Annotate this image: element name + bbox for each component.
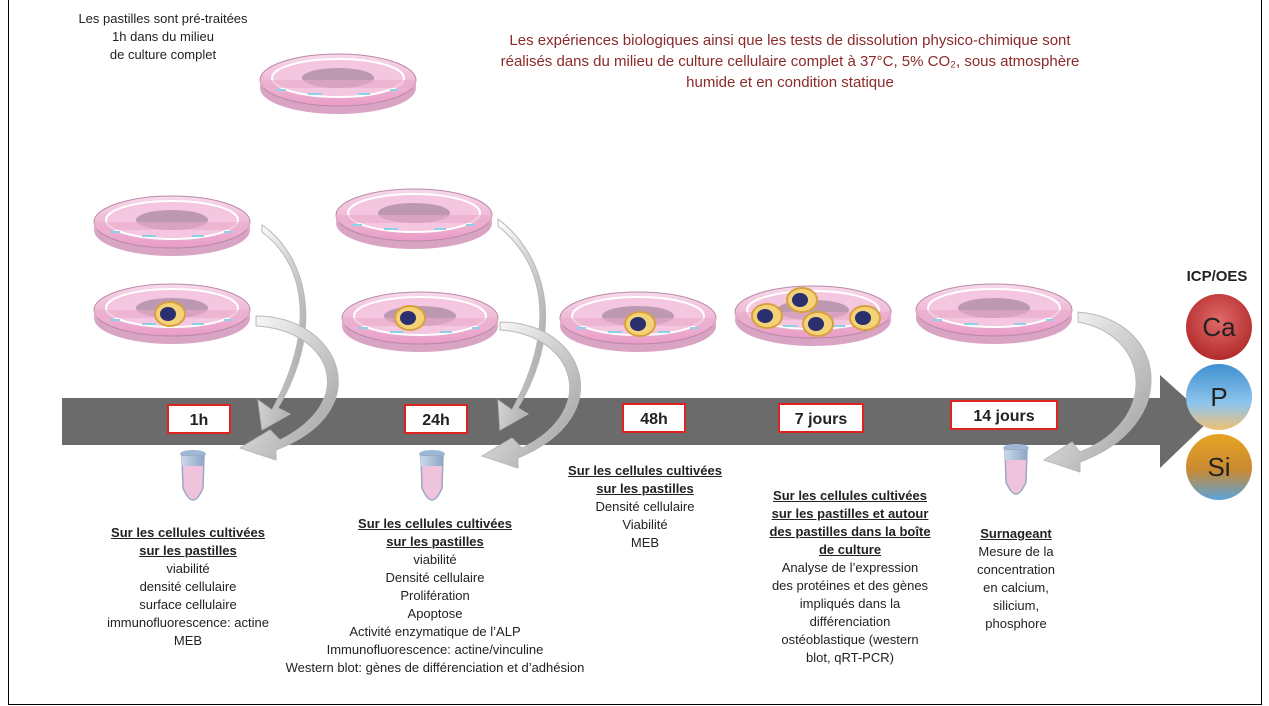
column-heading: Sur les cellules cultivées	[358, 516, 512, 531]
cell-icon	[154, 301, 186, 327]
analysis-column-14-jours: Surnageant Mesure de la concentration en…	[956, 525, 1076, 633]
analysis-item: Western blot: gènes de différenciation e…	[285, 660, 585, 675]
element-ca: Ca	[1186, 294, 1252, 360]
column-heading: sur les pastilles	[596, 481, 694, 496]
element-p: P	[1186, 364, 1252, 430]
sample-tube	[1002, 443, 1030, 495]
analysis-item: densité cellulaire	[139, 579, 237, 594]
conditions-header: Les expériences biologiques ainsi que le…	[395, 30, 1185, 93]
culture-dish	[335, 188, 493, 250]
analysis-item: Densité cellulaire	[385, 570, 485, 585]
column-heading: Surnageant	[980, 526, 1052, 541]
column-heading: sur les pastilles et autour	[771, 506, 929, 521]
transfer-arrow	[238, 315, 339, 461]
timepoint-label: 48h	[622, 403, 686, 433]
cell-icon	[849, 305, 881, 331]
analysis-item: silicium,	[992, 598, 1040, 613]
timepoint-label: 1h	[167, 404, 231, 434]
pretreatment-note-line: 1h dans du milieu	[112, 29, 214, 44]
cell-icon	[802, 311, 834, 337]
timepoint-label: 14 jours	[950, 400, 1058, 430]
analysis-item: différenciation	[809, 614, 891, 629]
header-line: humide et en condition statique	[686, 74, 894, 91]
transfer-arrow	[480, 321, 581, 469]
timepoint-label: 24h	[404, 404, 468, 434]
analysis-item: Immunofluorescence: actine/vinculine	[326, 642, 544, 657]
pretreatment-dish	[259, 53, 417, 115]
culture-dish	[93, 195, 251, 257]
pretreatment-note-line: de culture complet	[109, 47, 217, 62]
pretreatment-note-line: Les pastilles sont pré-traitées	[78, 11, 248, 26]
header-line: réalisés dans du milieu de culture cellu…	[500, 53, 1080, 70]
transfer-arrow	[1042, 311, 1152, 473]
analysis-item: Activité enzymatique de l’ALP	[349, 624, 521, 639]
cell-icon	[751, 303, 783, 329]
analysis-item: phosphore	[985, 616, 1047, 631]
culture-dish	[915, 283, 1073, 345]
analysis-item: immunofluorescence: actine	[107, 615, 269, 630]
column-heading: sur les pastilles	[386, 534, 484, 549]
column-heading: sur les pastilles	[139, 543, 237, 558]
analysis-item: blot, qRT-PCR)	[806, 650, 894, 665]
timepoint-label: 7 jours	[778, 403, 864, 433]
analysis-column-24h: Sur les cellules cultivées sur les pasti…	[245, 515, 625, 677]
column-heading: Sur les cellules cultivées	[568, 463, 722, 478]
figure-frame	[8, 0, 1262, 705]
analysis-item: MEB	[630, 535, 660, 550]
analysis-column-48h: Sur les cellules cultivées sur les pasti…	[545, 462, 745, 552]
cell-icon	[624, 311, 656, 337]
pretreatment-note: Les pastilles sont pré-traitées 1h dans …	[58, 10, 268, 64]
analysis-item: concentration	[976, 562, 1056, 577]
analysis-item: impliqués dans la	[799, 596, 901, 611]
sample-tube	[179, 449, 207, 501]
analysis-item: viabilité	[166, 561, 210, 576]
header-line: Les expériences biologiques ainsi que le…	[509, 32, 1071, 49]
analysis-column-1h: Sur les cellules cultivées sur les pasti…	[72, 524, 304, 650]
cell-icon	[394, 305, 426, 331]
analysis-item: Apoptose	[407, 606, 463, 621]
analysis-item: Analyse de l’expression	[781, 560, 919, 575]
analysis-item: Densité cellulaire	[595, 499, 695, 514]
analysis-item: viabilité	[413, 552, 457, 567]
column-heading: des pastilles dans la boîte	[769, 524, 931, 539]
column-heading: de culture	[818, 542, 882, 557]
analysis-item: ostéoblastique (western	[781, 632, 919, 647]
analysis-item: Mesure de la	[978, 544, 1054, 559]
transfer-arrow	[497, 218, 547, 431]
analysis-item: MEB	[173, 633, 203, 648]
analysis-column-7-jours: Sur les cellules cultivées sur les pasti…	[740, 487, 960, 667]
column-heading: Sur les cellules cultivées	[773, 488, 927, 503]
analysis-item: Viabilité	[622, 517, 668, 532]
cell-icon	[786, 287, 818, 313]
analysis-item: en calcium,	[983, 580, 1049, 595]
analysis-item: des protéines et des gènes	[771, 578, 929, 593]
column-heading: Sur les cellules cultivées	[111, 525, 265, 540]
analysis-item: Prolifération	[400, 588, 470, 603]
element-si: Si	[1186, 434, 1252, 500]
sample-tube	[418, 449, 446, 501]
icp-oes-title: ICP/OES	[1186, 268, 1248, 285]
transfer-arrow	[257, 224, 307, 431]
analysis-item: surface cellulaire	[139, 597, 237, 612]
